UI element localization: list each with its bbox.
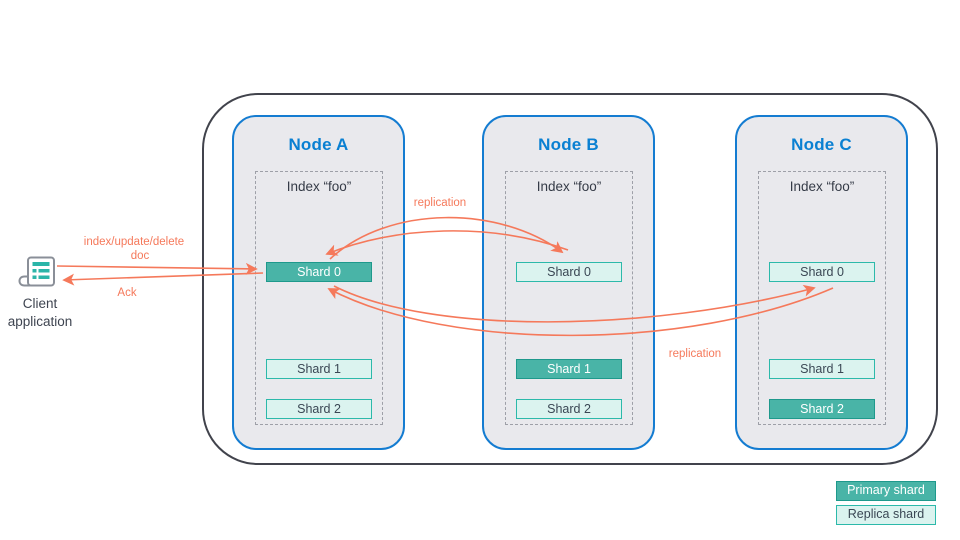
replication-label-a-c: replication [668, 348, 722, 360]
legend-replica-shard: Replica shard [836, 505, 936, 525]
node-b-shard-2: Shard 2 [516, 399, 622, 419]
node-b-title: Node B [538, 135, 599, 154]
client-label-line1: Client [22, 296, 58, 311]
node-b-index-label: Index “foo” [536, 179, 602, 194]
node-c-shard-1: Shard 1 [769, 359, 875, 379]
node-c-index-label: Index “foo” [789, 179, 855, 194]
node-c: Node C Index “foo” Shard 0 Shard 1 Shard… [735, 115, 908, 450]
client-label-line2: application [7, 314, 73, 330]
request-label-line1: index/update/delete [83, 236, 185, 248]
node-a-shard-1: Shard 1 [266, 359, 372, 379]
node-a: Node A Index “foo” Shard 0 Shard 1 Shard… [232, 115, 405, 450]
document-icon [18, 256, 55, 287]
replication-label-a-b: replication [413, 197, 467, 209]
node-a-shard-0: Shard 0 [266, 262, 372, 282]
node-b-index-box: Index “foo” Shard 0 Shard 1 Shard 2 [505, 171, 633, 425]
node-c-title: Node C [791, 135, 852, 154]
node-a-index-label: Index “foo” [286, 179, 352, 194]
client-application-label: Client application [0, 295, 80, 331]
request-label-line2: doc [130, 250, 150, 262]
node-b: Node B Index “foo” Shard 0 Shard 1 Shard… [482, 115, 655, 450]
node-c-shard-2: Shard 2 [769, 399, 875, 419]
ack-label: Ack [117, 287, 137, 299]
node-a-index-box: Index “foo” Shard 0 Shard 1 Shard 2 [255, 171, 383, 425]
node-a-title: Node A [288, 135, 349, 154]
node-c-index-box: Index “foo” Shard 0 Shard 1 Shard 2 [758, 171, 886, 425]
node-b-shard-0: Shard 0 [516, 262, 622, 282]
node-c-shard-0: Shard 0 [769, 262, 875, 282]
node-a-shard-2: Shard 2 [266, 399, 372, 419]
legend-primary-shard: Primary shard [836, 481, 936, 501]
node-b-shard-1: Shard 1 [516, 359, 622, 379]
